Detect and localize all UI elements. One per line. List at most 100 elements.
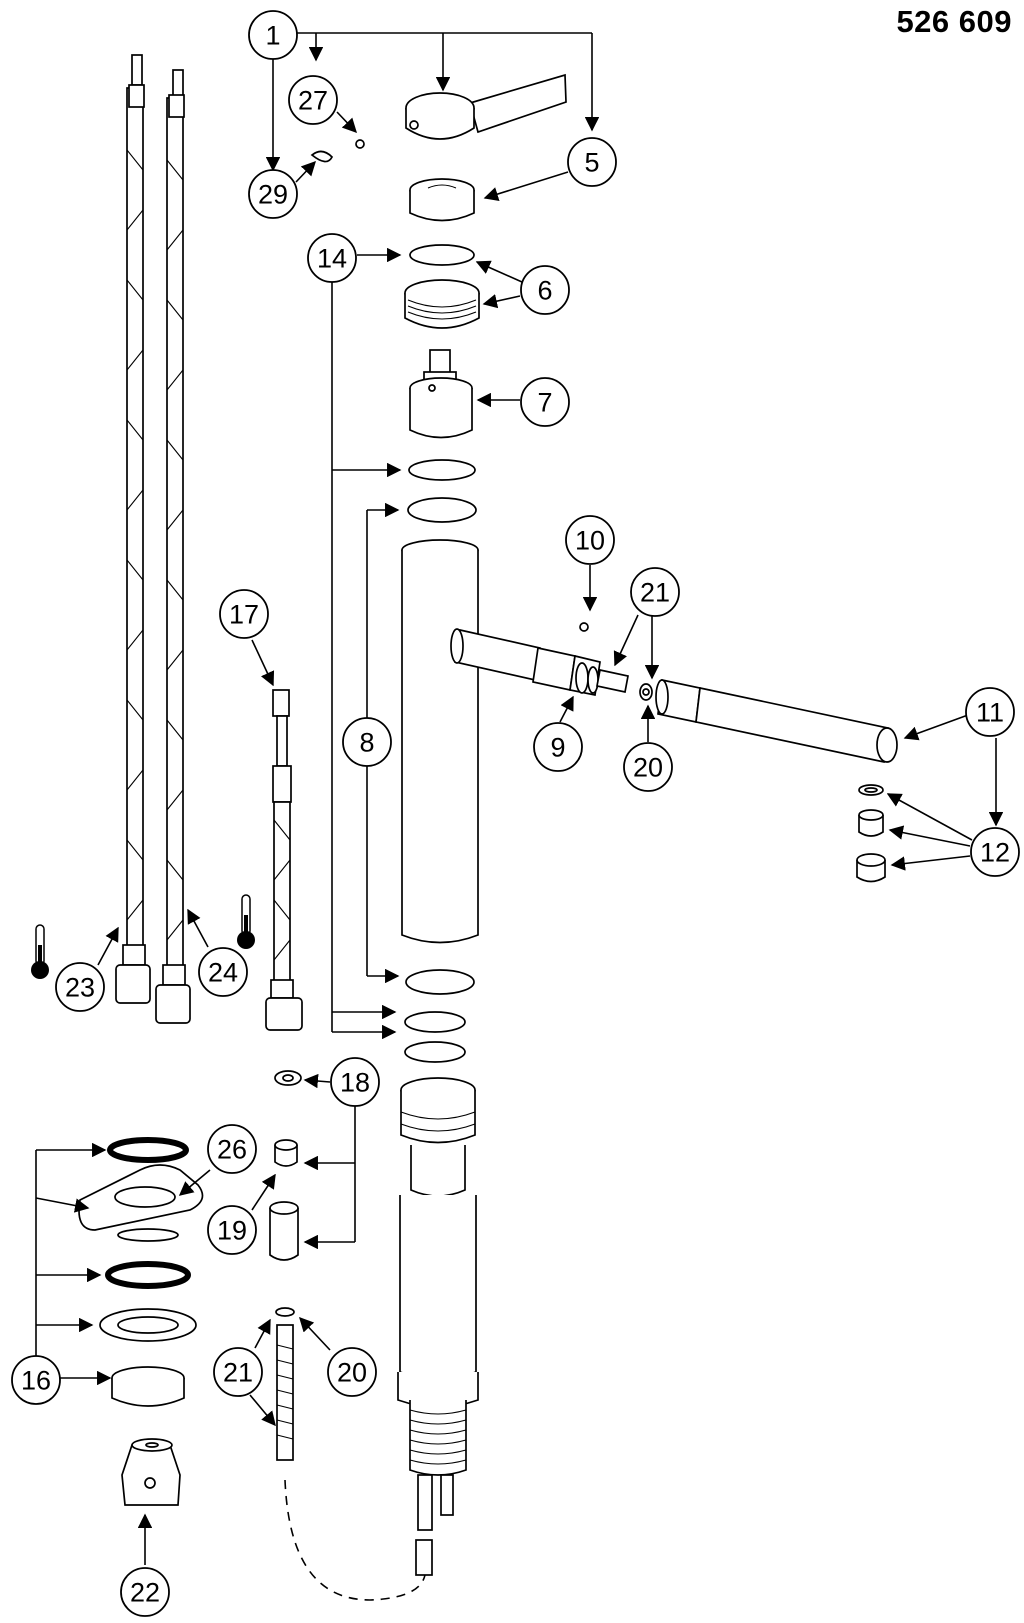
callout-label: 29 <box>258 180 288 210</box>
callout-label: 27 <box>298 86 328 116</box>
thermometer-icon <box>237 894 255 949</box>
callout-7: 7 <box>520 377 570 427</box>
callout-label: 11 <box>976 698 1004 728</box>
callout-circle <box>307 233 357 283</box>
callout-29: 29 <box>248 169 298 219</box>
callout-circle <box>533 722 583 772</box>
callout-label: 16 <box>21 1366 51 1396</box>
o-ring <box>408 459 476 481</box>
supply-hose-hot <box>155 69 191 1024</box>
thermometer-icon <box>31 924 49 979</box>
callout-label: 8 <box>359 728 374 758</box>
callout-circle <box>567 137 617 187</box>
connection-hose <box>265 689 303 1031</box>
callout-label: 12 <box>980 838 1010 868</box>
callout-label: 20 <box>633 753 663 783</box>
callout-circle <box>207 1124 257 1174</box>
cartridge-nut <box>404 279 480 329</box>
callout-18: 18 <box>330 1057 380 1107</box>
connection-piece <box>269 1201 299 1261</box>
callout-circle <box>520 377 570 427</box>
washer <box>275 1307 295 1317</box>
callout-17: 17 <box>219 589 269 639</box>
callout-label: 19 <box>217 1216 247 1246</box>
callout-9: 9 <box>533 722 583 772</box>
callout-label: 5 <box>584 148 599 178</box>
callout-label: 18 <box>340 1068 370 1098</box>
callout-label: 6 <box>537 276 552 306</box>
spring-hose <box>276 1324 294 1461</box>
clamp-piece <box>121 1438 181 1506</box>
callout-circle <box>248 169 298 219</box>
o-ring <box>404 1011 466 1033</box>
callout-circle <box>623 742 673 792</box>
callout-20: 20 <box>623 742 673 792</box>
callout-circle <box>207 1205 257 1255</box>
callout-circle <box>970 827 1020 877</box>
callout-label: 14 <box>317 244 347 274</box>
callout-21: 21 <box>213 1347 263 1397</box>
o-ring <box>409 244 475 266</box>
callout-23: 23 <box>55 962 105 1012</box>
callout-26: 26 <box>207 1124 257 1174</box>
callout-circle <box>520 265 570 315</box>
callout-circle <box>630 567 680 617</box>
callout-12: 12 <box>970 827 1020 877</box>
o-ring <box>404 1041 466 1063</box>
callout-11: 11 <box>965 687 1015 737</box>
cartridge <box>409 349 473 439</box>
callout-label: 1 <box>265 21 280 51</box>
callout-circle <box>288 75 338 125</box>
callout-label: 7 <box>537 388 552 418</box>
callout-24: 24 <box>198 947 248 997</box>
callout-circle <box>213 1347 263 1397</box>
callout-label: 10 <box>575 526 605 556</box>
callout-27: 27 <box>288 75 338 125</box>
callout-6: 6 <box>520 265 570 315</box>
callout-label: 9 <box>550 733 565 763</box>
callout-14: 14 <box>307 233 357 283</box>
callout-label: 24 <box>208 958 238 988</box>
cover-cap <box>310 150 334 163</box>
callout-circle <box>327 1347 377 1397</box>
callout-1: 1 <box>248 10 298 60</box>
callout-circle <box>330 1057 380 1107</box>
callout-22: 22 <box>120 1567 170 1617</box>
o-ring <box>405 969 475 995</box>
callout-20: 20 <box>327 1347 377 1397</box>
callout-label: 17 <box>229 600 259 630</box>
callout-label: 23 <box>65 973 95 1003</box>
callout-5: 5 <box>567 137 617 187</box>
callout-circle <box>219 589 269 639</box>
callout-circle <box>120 1567 170 1617</box>
insert <box>274 1139 298 1167</box>
callout-layer: 1 27 29 5 14 6 7 8 10 21 9 20 11 12 17 23 24 18 26 19 16 21 20… <box>11 10 1020 1617</box>
callout-circle <box>965 687 1015 737</box>
callout-21: 21 <box>630 567 680 617</box>
lower-body <box>397 1077 479 1576</box>
faucet-body <box>401 539 479 944</box>
lever-handle <box>405 73 567 140</box>
gasket-washer <box>274 1070 302 1086</box>
hose-route <box>284 1479 426 1601</box>
spout <box>450 622 898 764</box>
set-screw <box>355 139 365 149</box>
handle-cap <box>409 178 475 222</box>
callout-circle <box>342 717 392 767</box>
document-number: 526 609 <box>896 4 1012 39</box>
callout-label: 26 <box>217 1135 247 1165</box>
callout-circle <box>248 10 298 60</box>
callout-circle <box>565 515 615 565</box>
callout-16: 16 <box>11 1355 61 1405</box>
callout-label: 22 <box>130 1578 160 1608</box>
callout-circle <box>55 962 105 1012</box>
callout-label: 21 <box>640 578 670 608</box>
aerator-set <box>856 784 886 883</box>
mounting-set <box>78 1137 204 1407</box>
callout-circle <box>198 947 248 997</box>
leader-lines <box>35 32 1004 1565</box>
supply-hose-cold <box>115 54 151 1004</box>
callout-circle <box>11 1355 61 1405</box>
